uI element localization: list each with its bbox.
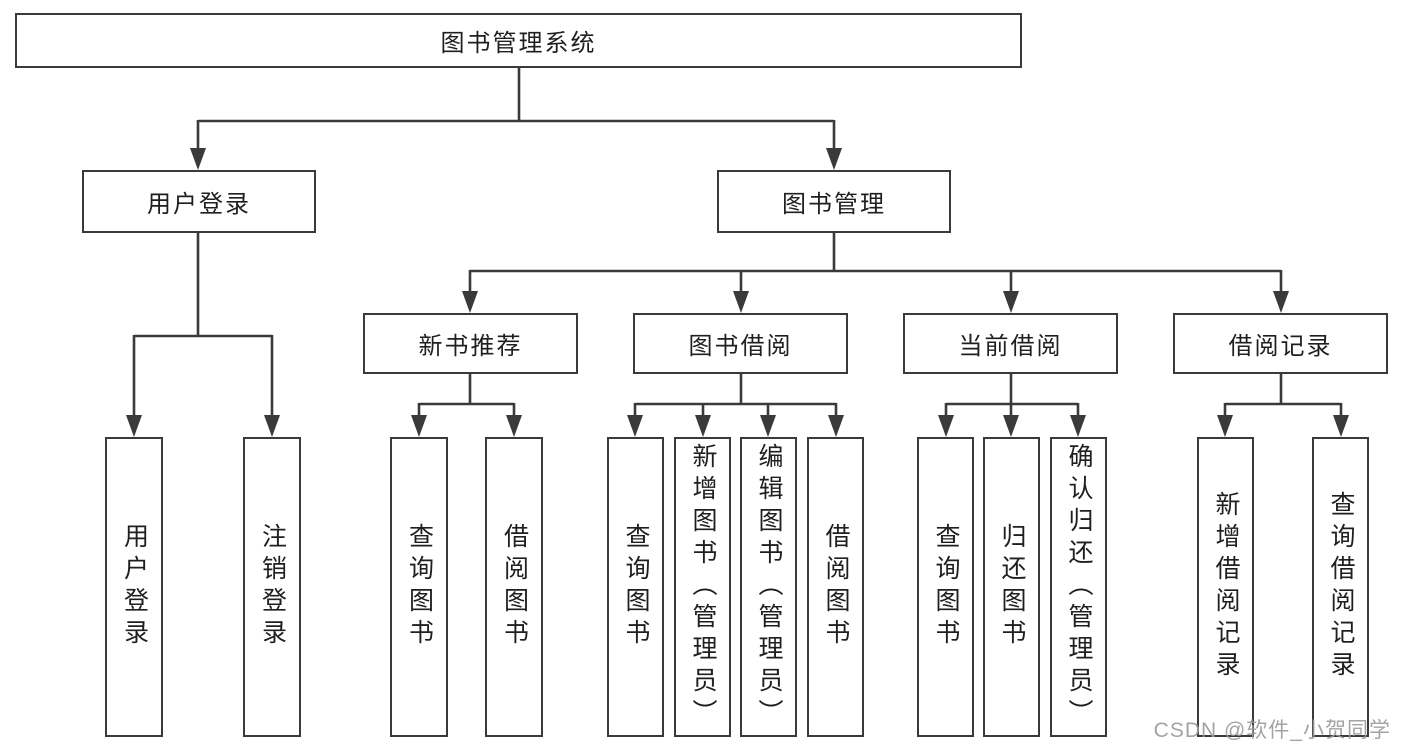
node-root-label: 图书管理系统	[440, 30, 597, 57]
node-borrow-records-label: 借阅记录	[1228, 333, 1333, 360]
leaf-logout: 注销登录	[243, 437, 301, 737]
leaf-logout-label: 注销登录	[258, 523, 287, 651]
leaf-query-books-borrow: 查询图书	[607, 437, 664, 737]
leaf-user-login: 用户登录	[105, 437, 163, 737]
node-book-borrow: 图书借阅	[633, 313, 848, 374]
watermark-text: CSDN @软件_小贺同学	[1153, 719, 1391, 742]
node-book-management-label: 图书管理	[782, 191, 886, 218]
leaf-borrow-books-borrow-label: 借阅图书	[822, 523, 850, 651]
leaf-query-books-current-label: 查询图书	[932, 523, 960, 651]
leaf-add-borrow-record-label: 新增借阅记录	[1212, 491, 1240, 683]
node-current-borrow: 当前借阅	[903, 313, 1118, 374]
leaf-borrow-books-recommend-label: 借阅图书	[500, 523, 529, 651]
leaf-add-books-admin: 新增图书（管理员）	[674, 437, 731, 737]
leaf-add-books-admin-label: 新增图书（管理员）	[689, 443, 717, 731]
node-book-management: 图书管理	[717, 170, 951, 233]
leaf-query-books-borrow-label: 查询图书	[622, 523, 650, 651]
node-current-borrow-label: 当前借阅	[958, 333, 1063, 360]
leaf-query-borrow-record: 查询借阅记录	[1312, 437, 1369, 737]
node-new-book-recommend-label: 新书推荐	[418, 333, 523, 360]
leaf-confirm-return-admin: 确认归还（管理员）	[1050, 437, 1107, 737]
leaf-edit-books-admin-label: 编辑图书（管理员）	[755, 443, 783, 731]
leaf-borrow-books-recommend: 借阅图书	[485, 437, 543, 737]
node-user-login-label: 用户登录	[147, 191, 251, 218]
leaf-query-books-recommend-label: 查询图书	[405, 523, 434, 651]
leaf-return-books: 归还图书	[983, 437, 1040, 737]
node-new-book-recommend: 新书推荐	[363, 313, 578, 374]
leaf-borrow-books-borrow: 借阅图书	[807, 437, 864, 737]
leaf-query-borrow-record-label: 查询借阅记录	[1327, 491, 1355, 683]
node-root: 图书管理系统	[15, 13, 1022, 68]
leaf-edit-books-admin: 编辑图书（管理员）	[740, 437, 797, 737]
leaf-query-books-recommend: 查询图书	[390, 437, 448, 737]
leaf-confirm-return-admin-label: 确认归还（管理员）	[1065, 443, 1093, 731]
node-book-borrow-label: 图书借阅	[688, 333, 793, 360]
node-borrow-records: 借阅记录	[1173, 313, 1388, 374]
leaf-user-login-label: 用户登录	[120, 523, 149, 651]
leaf-return-books-label: 归还图书	[998, 523, 1026, 651]
leaf-query-books-current: 查询图书	[917, 437, 974, 737]
node-user-login: 用户登录	[82, 170, 316, 233]
leaf-add-borrow-record: 新增借阅记录	[1197, 437, 1254, 737]
